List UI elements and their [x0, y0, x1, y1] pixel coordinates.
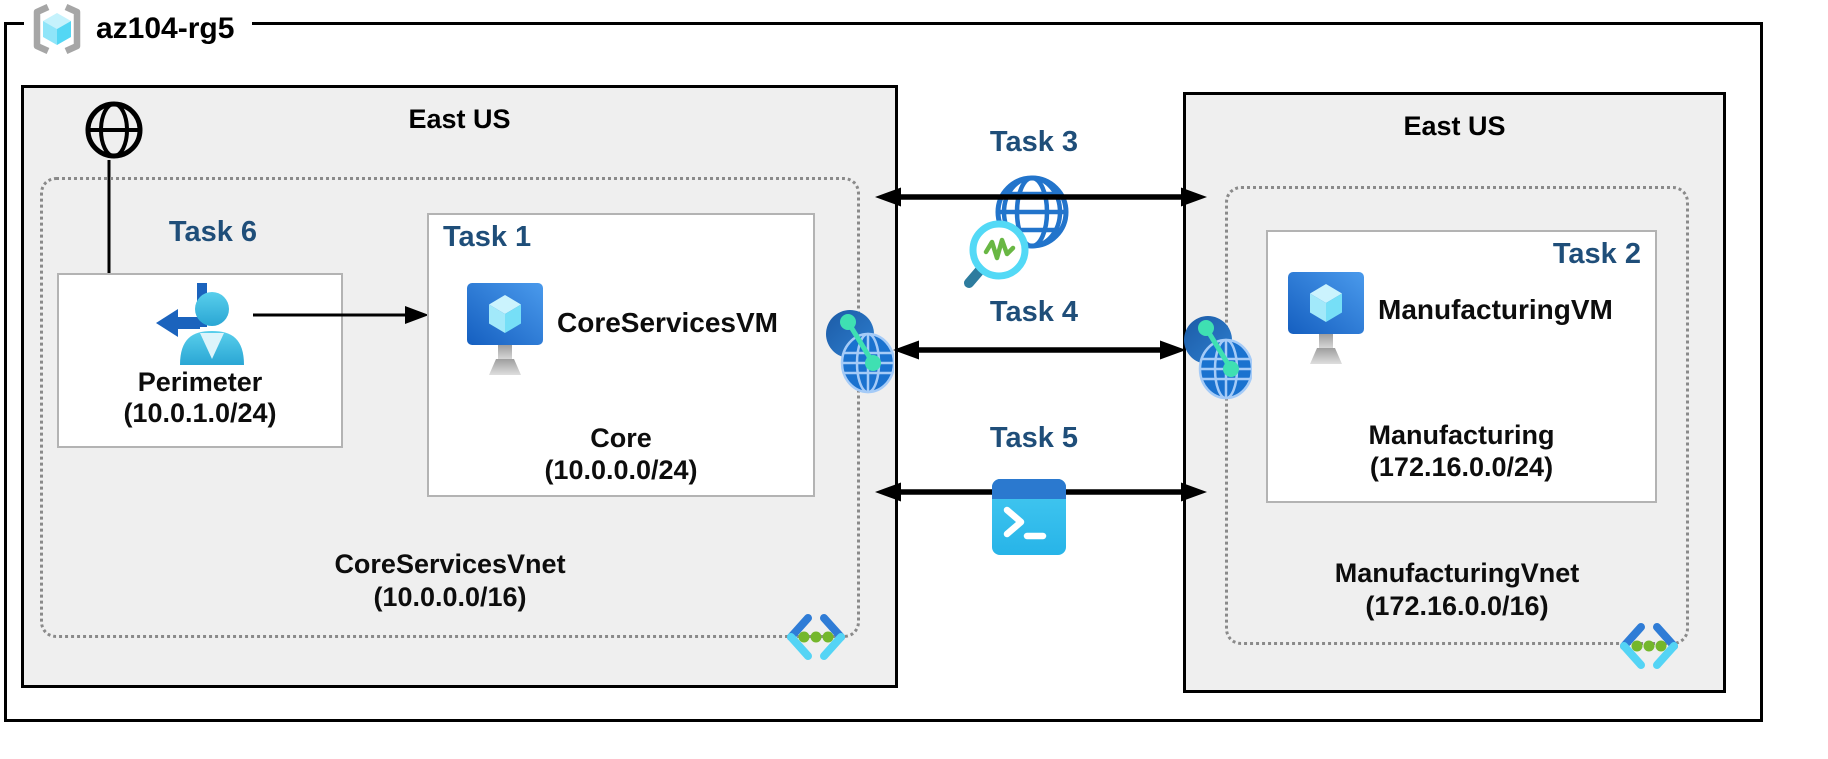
- task6-label: Task 6: [168, 216, 258, 248]
- virtual-machine-icon: [467, 283, 543, 375]
- vnet-peering-icon-right: [1184, 316, 1252, 400]
- perimeter-cidr: (10.0.1.0/24): [123, 398, 277, 428]
- task1-box: Task 1 CoreServicesVM Core (10.0.0.0/24): [427, 213, 815, 497]
- task2-subnet-cidr: (172.16.0.0/24): [1369, 452, 1554, 482]
- region-left: East US Task 6: [21, 85, 898, 688]
- resource-group-label: az104-rg5: [24, 0, 253, 58]
- vnet-coreservices: Task 6 Perimeter (10.0.1.0/24): [40, 177, 894, 660]
- task5-label: Task 5: [989, 422, 1079, 454]
- perimeter-user-icon: [156, 283, 244, 365]
- vnet-coreservices-label: CoreServicesVnet (10.0.0.0/16): [43, 548, 857, 614]
- task1-subnet-name: Core: [590, 423, 652, 453]
- perimeter-to-vm-arrow: [253, 306, 429, 324]
- code-brackets-icon: [1620, 623, 1678, 669]
- perimeter-subnet-box: Perimeter (10.0.1.0/24): [57, 273, 343, 448]
- vnet-manufacturing-name: ManufacturingVnet: [1334, 558, 1580, 588]
- vnet-manufacturing-label: ManufacturingVnet (172.16.0.0/16): [1228, 557, 1686, 623]
- task3-label: Task 3: [989, 126, 1079, 158]
- perimeter-name: Perimeter: [137, 367, 263, 397]
- task1-subnet-cidr: (10.0.0.0/24): [544, 455, 698, 485]
- vnet-manufacturing-cidr: (172.16.0.0/16): [1365, 591, 1549, 621]
- resource-group-name: az104-rg5: [96, 12, 235, 45]
- virtual-machine-icon: [1288, 272, 1364, 364]
- azure-resource-group-icon: [33, 4, 81, 54]
- task2-label: Task 2: [1552, 238, 1641, 270]
- vnet-peering-icon-left: [826, 310, 894, 394]
- internet-globe-icon: [85, 101, 143, 159]
- task4-arrow: [893, 340, 1186, 360]
- task4-label: Task 4: [989, 296, 1079, 328]
- vnet-manufacturing: Task 2 ManufacturingVM Manufacturing (17…: [1184, 186, 1689, 669]
- code-brackets-icon: [787, 614, 845, 660]
- region-right-title: East US: [1403, 111, 1506, 141]
- region-right: East US Task 2 ManufacturingVM Manufactu…: [1183, 92, 1726, 693]
- task2-vm-name: ManufacturingVM: [1378, 294, 1613, 325]
- task2-box: Task 2 ManufacturingVM Manufacturing (17…: [1266, 230, 1657, 503]
- vnet-coreservices-name: CoreServicesVnet: [334, 549, 566, 579]
- task2-subnet-name: Manufacturing: [1368, 420, 1555, 450]
- resource-group-border: [4, 22, 1763, 722]
- task1-vm-name: CoreServicesVM: [557, 307, 779, 338]
- vnet-coreservices-cidr: (10.0.0.0/16): [373, 582, 527, 612]
- task3-arrow: [875, 187, 1207, 207]
- region-left-title: East US: [408, 104, 511, 134]
- cloud-shell-icon: [992, 479, 1066, 555]
- task1-label: Task 1: [443, 221, 532, 253]
